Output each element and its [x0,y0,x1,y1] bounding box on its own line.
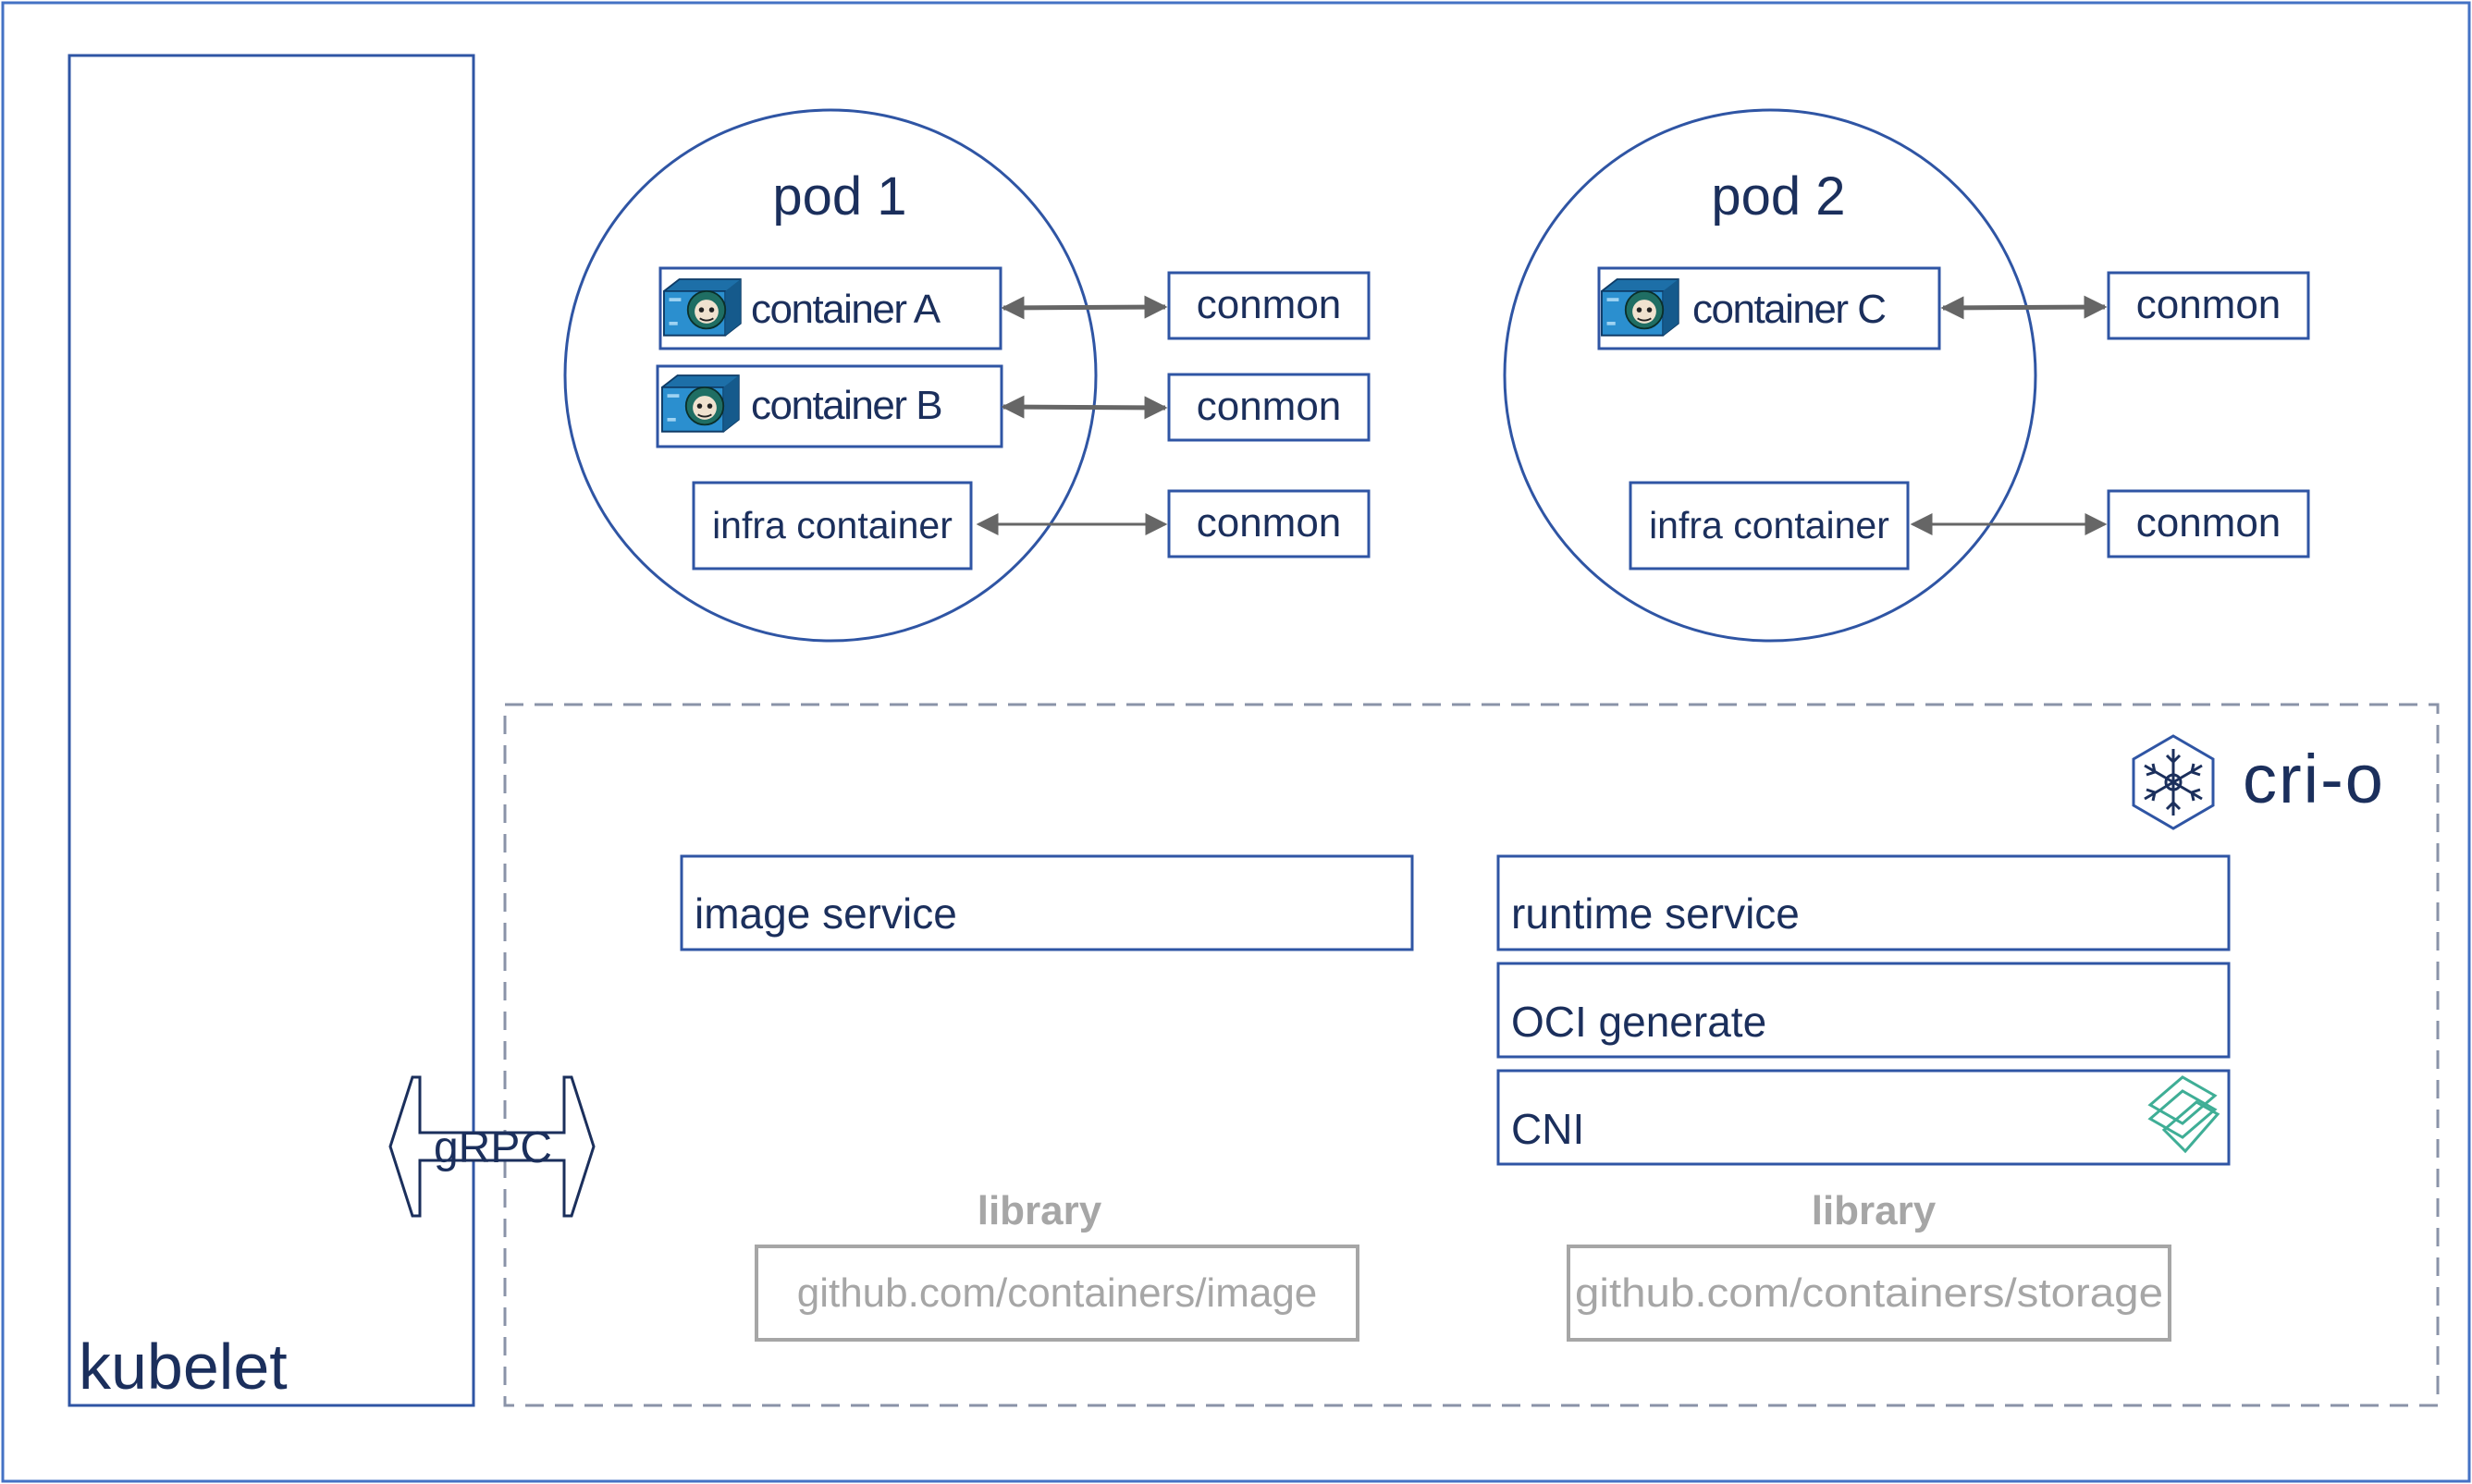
infra-container-1-box [692,481,973,570]
oci-generate-box [1496,962,2231,1059]
pod-1-circle [563,108,1098,643]
pod-2-circle [1503,108,2037,643]
conmon-c-box [2107,271,2310,340]
container-a-label: container A [751,287,941,332]
conmon-b-label: conmon [1197,384,1342,429]
conmon-infra-2-label: conmon [2136,500,2281,546]
container-c-label: container C [1692,287,1886,332]
runtime-service-label: runtime service [1511,889,1800,938]
infra-container-2-label: infra container [1649,504,1889,546]
pod-1-title: pod 1 [772,166,906,227]
cni-box [1496,1069,2231,1166]
crio-region [503,703,2440,1407]
image-service-box [680,854,1414,951]
image-service-label: image service [695,889,957,938]
conmon-a-label: conmon [1197,282,1342,327]
library-image-box [755,1245,1359,1342]
oci-generate-label: OCI generate [1511,998,1766,1046]
library-heading-storage: library [1812,1188,1937,1233]
library-storage-box [1567,1245,2171,1342]
library-image-label: github.com/containers/image [797,1270,1318,1316]
container-icon [661,374,740,433]
conmon-infra-2-box [2107,489,2310,558]
conmon-c-label: conmon [2136,282,2281,327]
kubelet-label: kubelet [79,1331,288,1403]
arrow-container-c-conmon [1940,295,2108,320]
grpc-connector: gRPC [388,1075,596,1218]
library-heading-image: library [978,1188,1102,1233]
pod-2-title: pod 2 [1711,166,1845,227]
cni-label: CNI [1511,1105,1584,1153]
conmon-a-box [1167,271,1371,340]
conmon-b-box [1167,373,1371,442]
conmon-infra-1-label: conmon [1197,500,1342,546]
runtime-service-box [1496,854,2231,951]
container-icon [1601,278,1679,337]
crio-logo: cri-o [2132,734,2385,830]
infra-container-1-label: infra container [712,504,953,546]
pod-1: pod 1 container A container B infra cont… [563,108,1371,643]
crio-logo-text: cri-o [2243,741,2385,817]
library-storage-label: github.com/containers/storage [1575,1270,2163,1316]
conmon-infra-1-box [1167,489,1371,558]
kubelet-box [68,54,475,1407]
arrow-container-b-conmon [1001,395,1168,420]
cni-logo-icon [2147,1075,2220,1154]
snowflake-hexagon-icon [2132,734,2215,830]
infra-container-2-box [1629,481,1910,570]
container-b-label: container B [751,383,941,428]
pod-2: pod 2 container C infra container conmon… [1503,108,2310,643]
arrow-container-a-conmon [1001,295,1168,320]
grpc-label: gRPC [434,1123,552,1172]
container-icon [663,278,742,337]
